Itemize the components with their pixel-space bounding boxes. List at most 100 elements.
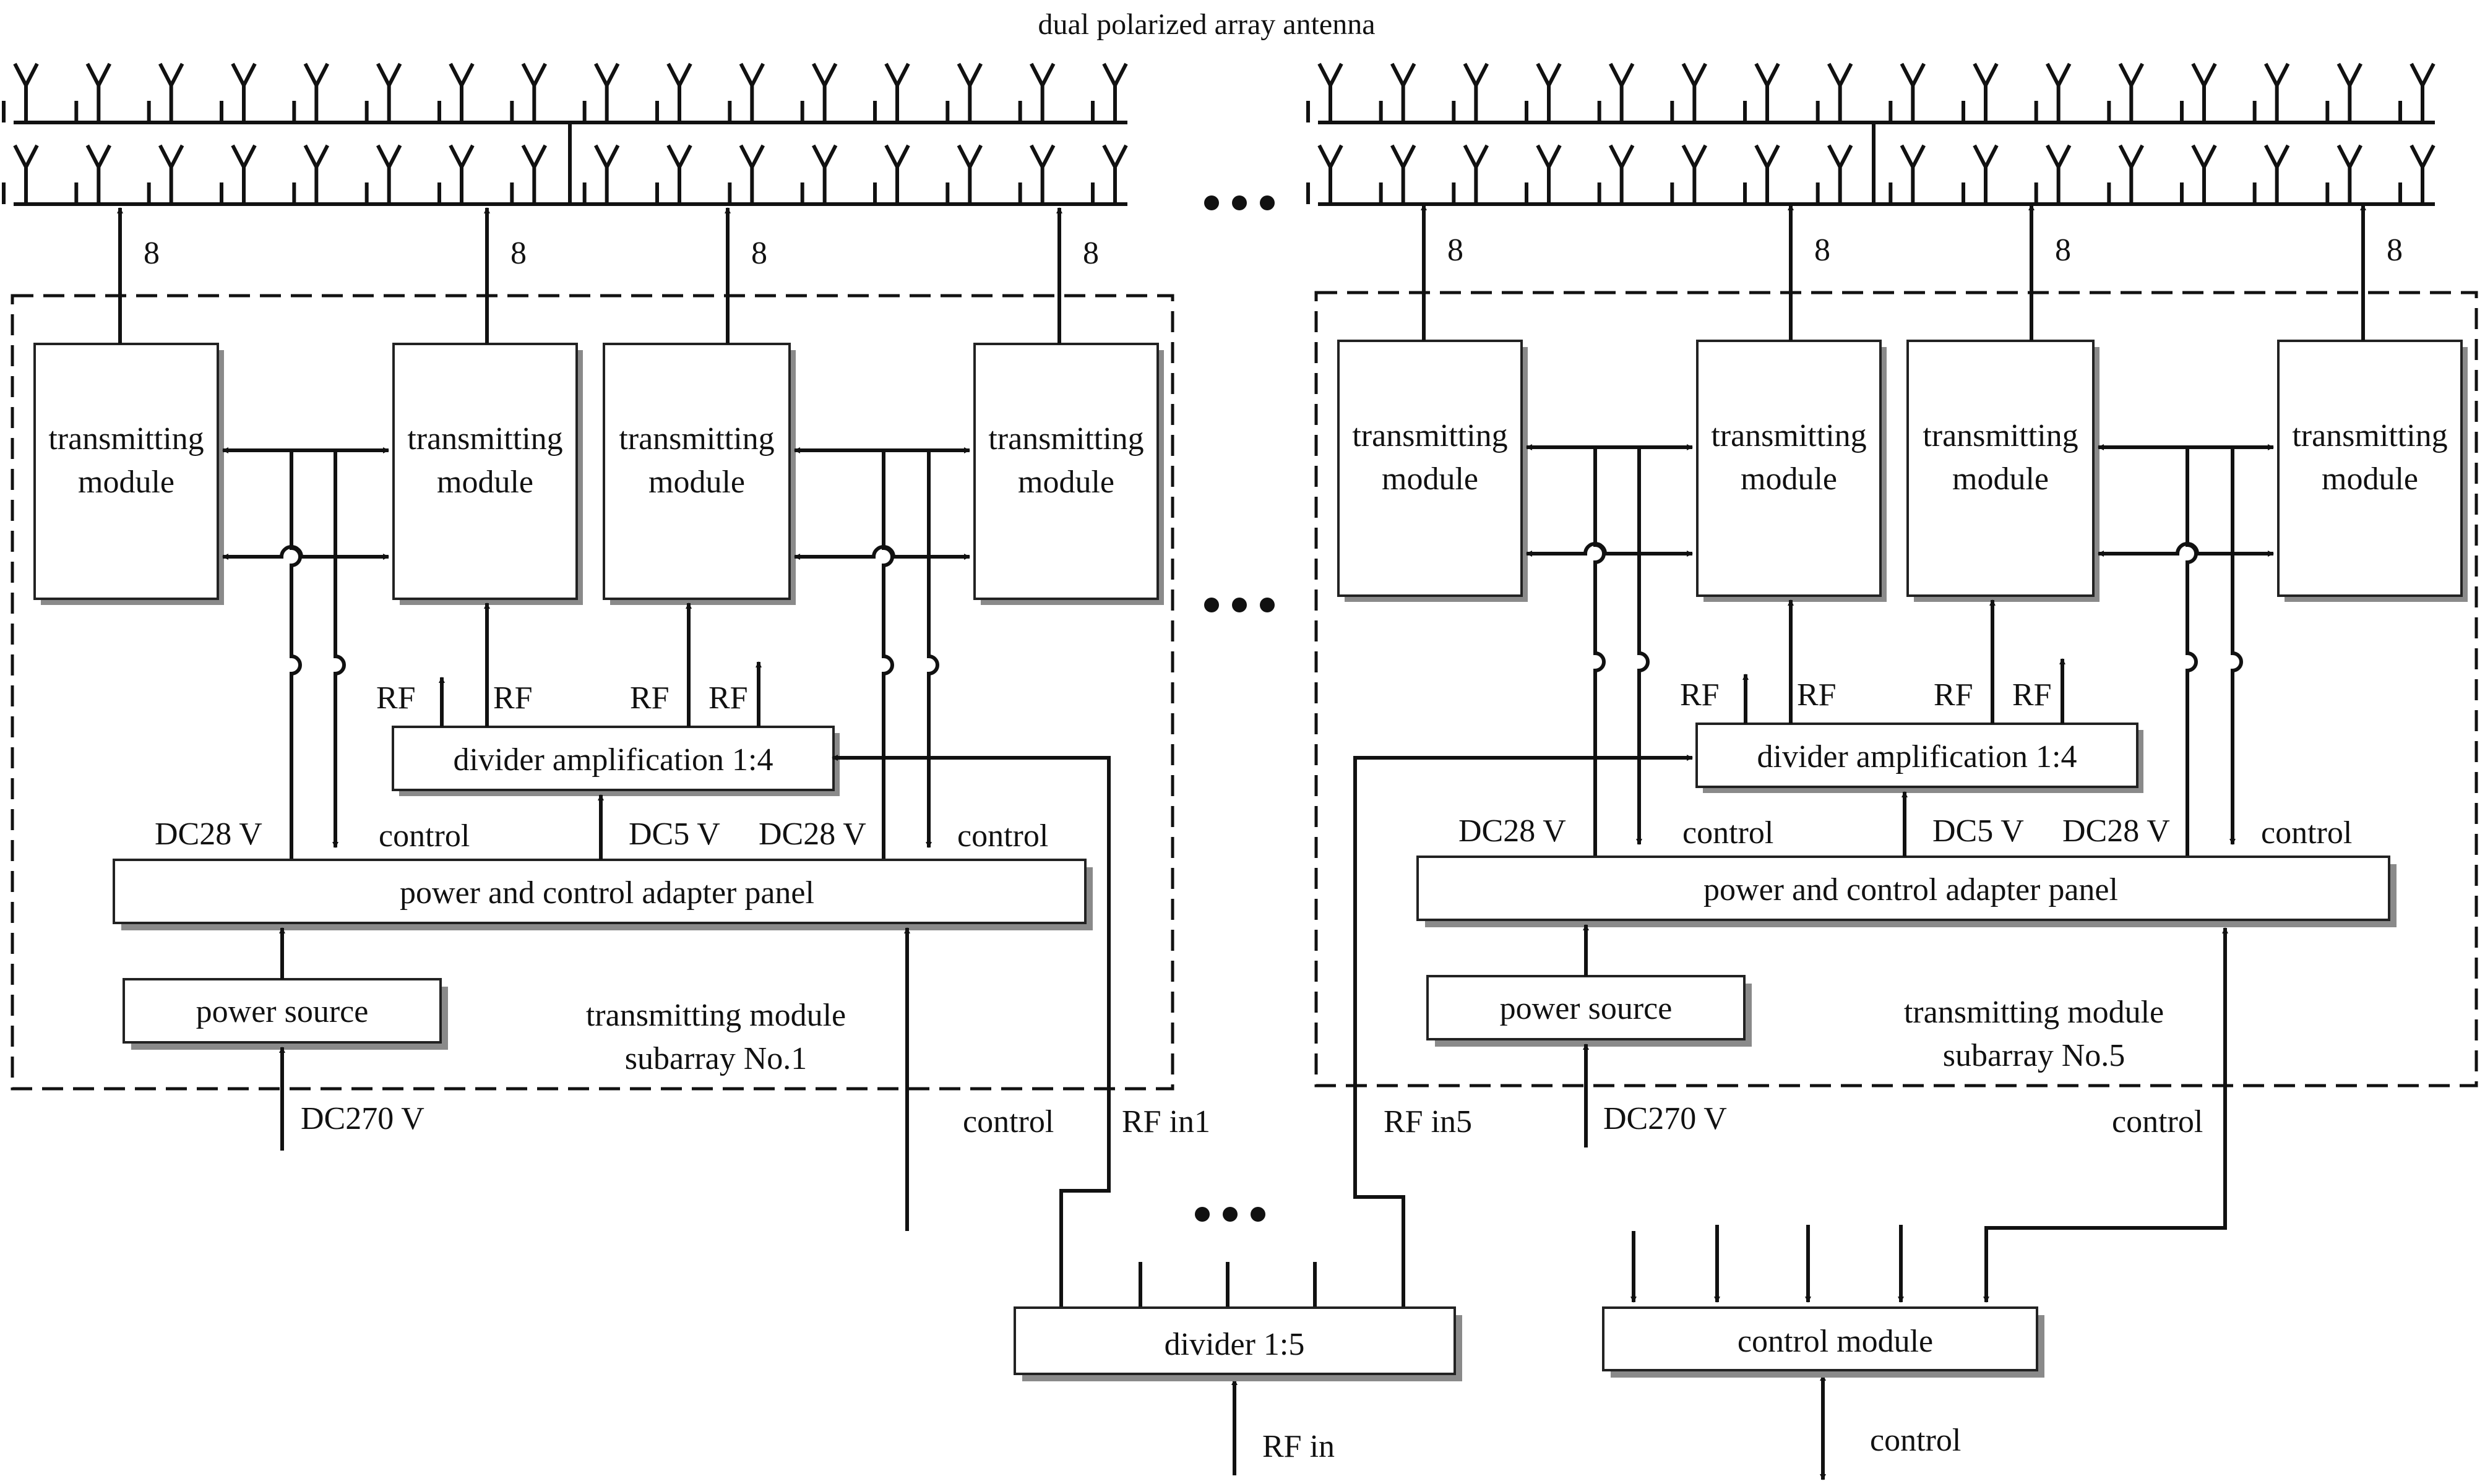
antenna-element-icon xyxy=(1900,62,1926,122)
power-source-label: power source xyxy=(1500,991,1673,1026)
module-bus-lower xyxy=(222,545,389,560)
rf-label: RF xyxy=(1934,677,1973,713)
rf-label: RF xyxy=(630,680,670,716)
antenna-element-icon xyxy=(593,144,620,204)
dc28-wire xyxy=(2186,447,2198,857)
antenna-element-icon xyxy=(449,144,475,204)
power-control-adapter-panel-box xyxy=(113,859,1087,924)
adapter-panel-label: power and control adapter panel xyxy=(1703,872,2118,907)
transmitting-module-box xyxy=(603,343,791,600)
power-source-label: power source xyxy=(196,994,369,1029)
antenna-element-icon xyxy=(1390,62,1416,122)
transmitting-module-box xyxy=(1696,340,1882,597)
dc270-label-1: DC270 V xyxy=(301,1101,424,1136)
transmitting-module-box xyxy=(973,343,1159,600)
antenna-element-icon xyxy=(231,62,257,122)
channel-count-label: 8 xyxy=(510,236,527,271)
transmitting-module-label: transmitting xyxy=(1923,418,2078,453)
antenna-row xyxy=(1306,124,2435,206)
transmitting-module-box xyxy=(1337,340,1523,597)
ellipsis-bottom xyxy=(1195,1207,1265,1222)
antenna-element-icon xyxy=(449,62,475,122)
control-label-sub5: control xyxy=(2112,1104,2203,1139)
antenna-element-icon xyxy=(884,144,910,204)
antenna-element-icon xyxy=(957,144,983,204)
subarray-5: transmittingmoduletransmittingmoduletran… xyxy=(1314,204,2478,1147)
antenna-element-icon xyxy=(1536,62,1562,122)
channel-count-label: 8 xyxy=(751,236,767,271)
dc28-label: DC28 V xyxy=(2062,813,2170,849)
antenna-row xyxy=(1306,62,2435,124)
dc28-wire xyxy=(882,450,894,860)
antenna-element-icon xyxy=(2336,144,2362,204)
antenna-element-icon xyxy=(1317,62,1343,122)
rf-label: RF xyxy=(2012,677,2052,713)
antenna-element-icon xyxy=(13,144,39,204)
dc28-label: DC28 V xyxy=(759,817,866,852)
antenna-element-icon xyxy=(1827,144,1853,204)
transmitting-module-label: module xyxy=(437,465,533,500)
transmitting-module-label: transmitting xyxy=(48,421,204,457)
rf-label: RF xyxy=(376,680,416,716)
channel-count-label: 8 xyxy=(2387,233,2403,268)
control-label: control xyxy=(379,818,470,854)
antenna-element-icon xyxy=(1390,144,1416,204)
antenna-element-icon xyxy=(2264,62,2290,122)
antenna-element-icon xyxy=(2410,144,2435,204)
control-label: control xyxy=(1682,815,1773,851)
power-control-adapter-panel-box xyxy=(1416,856,2390,921)
transmitting-module-label: module xyxy=(1741,461,1837,497)
antenna-element-icon xyxy=(303,62,330,122)
transmitting-module-label: transmitting xyxy=(1352,418,1507,453)
dc270-label-5: DC270 V xyxy=(1603,1101,1727,1136)
control-to-subarray-5 xyxy=(1983,927,2228,1303)
transmitting-module-box xyxy=(2277,340,2463,597)
antenna-element-icon xyxy=(2046,62,2072,122)
antenna-element-icon xyxy=(2046,144,2072,204)
dc5-label: DC5 V xyxy=(1932,813,2024,849)
rf-label: RF xyxy=(1797,677,1837,713)
transmitting-module-label: module xyxy=(1952,461,2049,497)
antenna-element-icon xyxy=(1827,62,1853,122)
antenna-element-icon xyxy=(739,144,765,204)
rf-in1-label: RF in1 xyxy=(1122,1104,1210,1139)
antenna-element-icon xyxy=(376,144,402,204)
control-label: control xyxy=(957,818,1048,854)
power-source-box xyxy=(123,978,442,1044)
transmitting-module-box xyxy=(392,343,578,600)
divider-1-5-label: divider 1:5 xyxy=(1165,1327,1305,1362)
antenna-element-icon xyxy=(303,144,330,204)
dc28-label: DC28 V xyxy=(155,817,262,852)
transmitting-module-box xyxy=(33,343,219,600)
transmitting-module-label: module xyxy=(78,465,174,500)
control-wire xyxy=(2229,447,2243,845)
channel-count-label: 8 xyxy=(2055,233,2071,268)
antenna-element-icon xyxy=(812,62,838,122)
antenna-element-icon xyxy=(666,144,692,204)
rf-in5-feed xyxy=(1353,755,1693,1308)
control-output-label: control xyxy=(1870,1423,1961,1458)
antenna-element-icon xyxy=(1900,144,1926,204)
channel-count-label: 8 xyxy=(1447,233,1463,268)
dual-polarized-antenna-array xyxy=(2,62,2435,206)
dc5-label: DC5 V xyxy=(629,817,720,852)
transmitting-module-label: module xyxy=(648,465,745,500)
antenna-element-icon xyxy=(85,62,112,122)
bottom-distribution xyxy=(832,755,2228,1480)
channel-count-label: 8 xyxy=(144,236,160,271)
antenna-element-icon xyxy=(2118,62,2144,122)
antenna-element-icon xyxy=(85,144,112,204)
dc28-label: DC28 V xyxy=(1458,813,1566,849)
antenna-element-icon xyxy=(1317,144,1343,204)
subarray-1: transmittingmoduletransmittingmoduletran… xyxy=(11,207,1174,1151)
dc28-wire xyxy=(1593,447,1606,857)
transmitting-module-label: module xyxy=(1018,465,1114,500)
rf-label: RF xyxy=(493,680,533,716)
rf-label: RF xyxy=(1680,677,1720,713)
antenna-element-icon xyxy=(2118,144,2144,204)
antenna-element-icon xyxy=(1681,144,1707,204)
control-wire xyxy=(926,450,939,848)
control-module-label: control module xyxy=(1738,1324,1933,1359)
